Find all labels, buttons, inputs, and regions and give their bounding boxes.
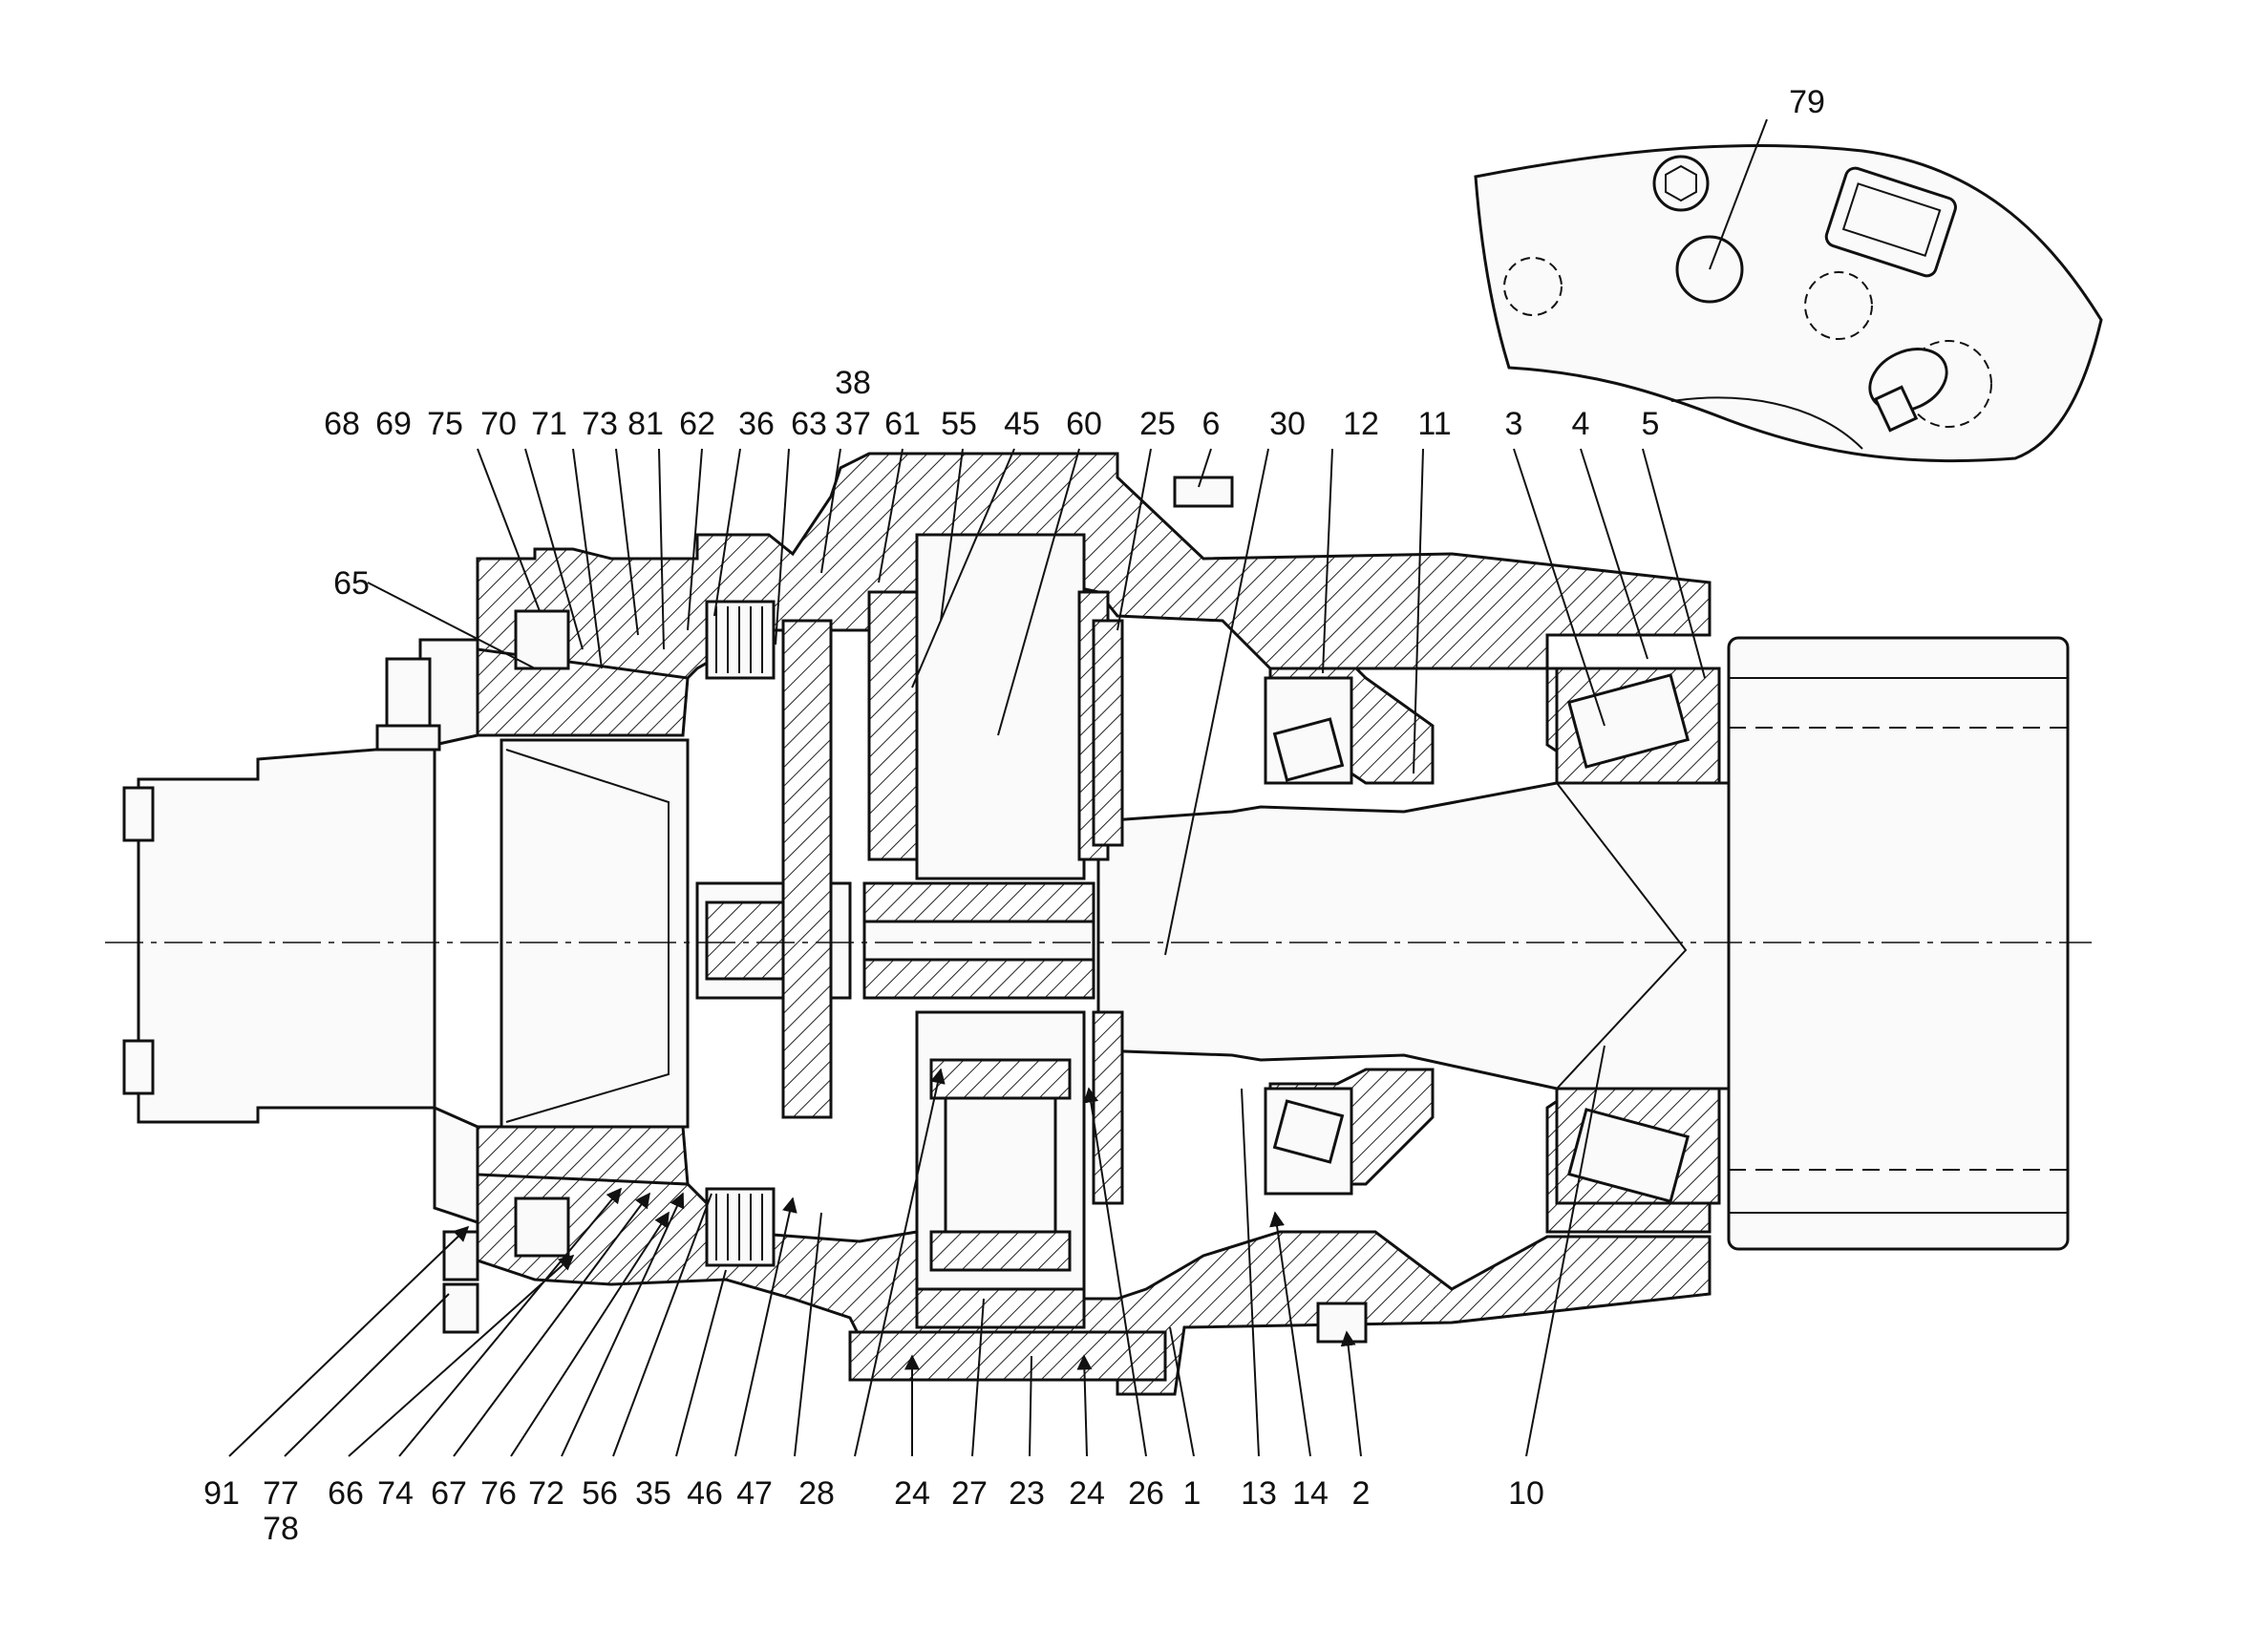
callout-bottom: 10 [1508,1475,1544,1512]
callout-bottom: 74 [377,1475,414,1512]
callout-bottom: 1 [1183,1475,1201,1512]
callout-top: 36 [738,406,775,442]
callout-top: 38 [835,365,871,401]
callout-top: 11 [1417,406,1451,442]
output-drum [1727,636,2070,1251]
hydraulic-motor [122,638,479,1225]
callout-top: 62 [679,406,715,442]
callout-bottom: 77 [263,1475,299,1512]
callout-top: 81 [627,406,664,442]
callout-bottom: 24 [894,1475,930,1512]
callout-bottom: 13 [1241,1475,1277,1512]
callout-side: 65 [333,565,370,602]
callout-top: 5 [1642,406,1660,442]
callout-bottom: 35 [635,1475,671,1512]
internal-components [442,476,1731,1382]
inset-detail-view [1474,118,2103,463]
callout-top: 4 [1572,406,1590,442]
callout-bottom: 76 [480,1475,517,1512]
callout-top: 37 [835,406,871,442]
callout-top: 55 [941,406,977,442]
callout-bottom: 27 [951,1475,988,1512]
callout-top: 70 [480,406,517,442]
callout-top: 73 [582,406,618,442]
callout-bottom: 2 [1352,1475,1371,1512]
callout-top: 68 [324,406,360,442]
callout-top: 6 [1202,406,1221,442]
callout-bottom: 47 [736,1475,773,1512]
callout-bottom: 56 [582,1475,618,1512]
callout-bottom: 14 [1292,1475,1329,1512]
callout-bottom: 91 [203,1475,240,1512]
callout-bottom: 46 [687,1475,723,1512]
callout-bottom: 28 [798,1475,835,1512]
callout-bottom: 26 [1128,1475,1164,1512]
callout-top: 45 [1004,406,1040,442]
callout-top: 25 [1139,406,1176,442]
callout-top: 61 [884,406,921,442]
callout-bottom: 72 [528,1475,564,1512]
callout-bottom: 66 [328,1475,364,1512]
callout-top: 60 [1066,406,1102,442]
callout-top: 63 [791,406,827,442]
callout-top: 69 [375,406,412,442]
callout-top: 75 [427,406,463,442]
callout-bottom: 67 [431,1475,467,1512]
callout-top: 3 [1505,406,1523,442]
callout-bottom: 23 [1009,1475,1045,1512]
callout-top: 30 [1269,406,1306,442]
callout-inset: 79 [1789,84,1825,120]
callout-bottom: 24 [1069,1475,1105,1512]
callout-bottom: 78 [263,1511,299,1547]
callout-labels: 68 69 75 70 71 73 81 62 36 63 38 37 61 5… [203,84,1825,1547]
callout-top: 71 [531,406,567,442]
callout-top: 12 [1343,406,1379,442]
leader-lines [228,448,1706,1457]
